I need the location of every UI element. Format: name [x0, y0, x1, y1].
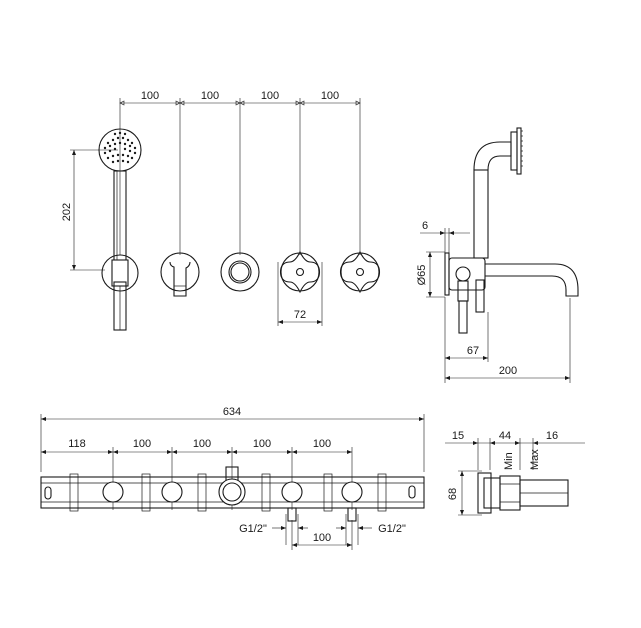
plan-inlet-spacing-label: 100 [313, 532, 331, 544]
section-top-label-3: 16 [546, 430, 558, 442]
front-spacing-label-1: 100 [141, 90, 159, 102]
front-height-label: 202 [61, 203, 73, 221]
side-view: 6 Ø65 67 200 [416, 127, 579, 383]
plan-spacing-label-3: 100 [193, 438, 211, 450]
plan-spacing-label-2: 100 [133, 438, 151, 450]
section-body [477, 472, 492, 514]
plan-spacing-label-4: 100 [253, 438, 271, 450]
front-spacing-label-3: 100 [261, 90, 279, 102]
valve-body-1 [102, 481, 124, 503]
plan-view: 634 118 100 100 100 100 [40, 406, 425, 550]
mounting-slot-left [44, 486, 52, 500]
plan-total-label: 634 [223, 406, 241, 418]
mounting-slot-right [408, 485, 416, 499]
cross-handle-right [339, 250, 381, 294]
side-projection-label: 200 [499, 365, 517, 377]
hand-shower [98, 128, 142, 331]
side-diameter-label: Ø65 [416, 265, 428, 286]
spout-front [160, 252, 200, 297]
valve-body-5 [341, 481, 363, 503]
section-top-label-2: 44 [499, 430, 511, 442]
valve-body-2 [161, 481, 183, 503]
wall-plate [444, 252, 450, 296]
section-view: 15 44 16 Min Max 68 [445, 430, 585, 516]
spray-nozzle-dots [103, 131, 137, 164]
shower-riser [473, 169, 489, 259]
front-spacing-label-2: 100 [201, 90, 219, 102]
diverter-knob [220, 252, 260, 292]
section-min-label: Min [503, 452, 515, 470]
mounting-rail [40, 476, 425, 509]
side-depth-label: 67 [467, 345, 479, 357]
bath-spout-side [485, 263, 579, 297]
plan-thread-left-label: G1/2" [239, 523, 267, 535]
side-wall-gap-label: 6 [422, 220, 428, 232]
plan-spacing-label-1: 118 [68, 438, 86, 450]
section-max-label: Max [529, 449, 541, 470]
valve-body-4 [281, 481, 303, 503]
front-spacing-label-4: 100 [321, 90, 339, 102]
section-height-label: 68 [447, 488, 459, 500]
cross-handle-left [279, 250, 321, 294]
plan-spacing-label-5: 100 [313, 438, 331, 450]
front-handle-width-label: 72 [294, 309, 306, 321]
front-view: 100 100 100 100 202 [61, 90, 381, 331]
plan-thread-right-label: G1/2" [378, 523, 406, 535]
section-top-label-1: 15 [452, 430, 464, 442]
